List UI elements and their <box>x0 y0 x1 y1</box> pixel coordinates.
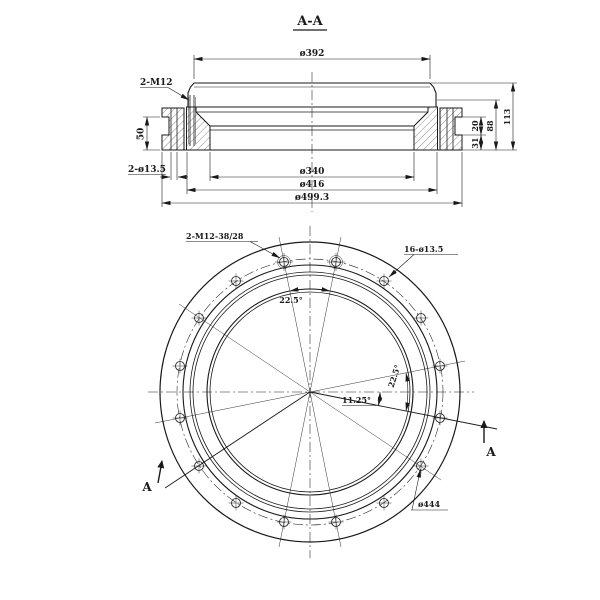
dim-bore-diameter: ø340 <box>209 152 415 181</box>
svg-text:A: A <box>141 480 152 494</box>
svg-text:50: 50 <box>137 128 147 141</box>
svg-text:22.5°: 22.5° <box>279 295 302 305</box>
svg-text:20: 20 <box>470 120 480 132</box>
dim-top-diameter: ø392 <box>193 49 431 79</box>
svg-text:A: A <box>485 445 496 459</box>
section-arrow-left: A <box>141 460 165 494</box>
right-wall-section <box>413 106 438 151</box>
svg-text:ø340: ø340 <box>300 167 325 177</box>
svg-text:ø499.3: ø499.3 <box>295 193 329 203</box>
dim-outer-diameter: ø499.3 <box>161 152 463 207</box>
dim-inner-diameter: ø416 <box>186 152 438 194</box>
angle-dim-top: 22.5° <box>279 287 331 305</box>
plan-tapped-callout: 2-M12-38/28 <box>186 231 281 259</box>
left-ear-section <box>161 107 185 151</box>
view-title: A-A <box>296 14 323 29</box>
plan-bolt-callout: 16-ø13.5 <box>388 244 458 278</box>
right-ear-section <box>439 107 463 151</box>
svg-text:2-M12: 2-M12 <box>140 78 172 88</box>
dim-left-height: 50 <box>137 116 160 151</box>
svg-text:2-ø13.5: 2-ø13.5 <box>128 165 166 175</box>
view-title-group: A-A <box>293 14 327 31</box>
svg-text:31: 31 <box>470 137 480 148</box>
dim-mid-height: 88 <box>485 99 499 151</box>
svg-text:2-M12-38/28: 2-M12-38/28 <box>186 231 244 241</box>
svg-text:ø392: ø392 <box>300 49 325 59</box>
svg-text:ø444: ø444 <box>418 499 440 509</box>
section-arrow-right: A <box>480 420 496 459</box>
svg-text:88: 88 <box>485 120 495 132</box>
plan-view: A A 2-M12-38/28 16-ø13.5 <box>141 226 498 558</box>
svg-text:11.25°: 11.25° <box>342 395 371 405</box>
angle-dim-half-pitch: 11.25° <box>342 391 383 407</box>
svg-text:113: 113 <box>502 108 512 125</box>
dim-total-height: 113 <box>502 82 516 151</box>
tapped-hole-callout: 2-M12 <box>140 78 190 101</box>
svg-text:16-ø13.5: 16-ø13.5 <box>404 244 443 254</box>
right-height-dims: 20 31 88 113 <box>431 82 517 151</box>
angle-dim-right: 22.5° <box>386 363 410 412</box>
dim-step-height: 31 <box>470 134 484 151</box>
section-view: ø392 2-M12 50 2-ø13.5 <box>128 49 517 212</box>
svg-text:ø416: ø416 <box>300 180 325 190</box>
bolt-circle-callout: ø444 <box>411 468 448 511</box>
through-hole-callout: 2-ø13.5 <box>128 152 188 180</box>
svg-text:22.5°: 22.5° <box>386 363 403 388</box>
cutting-plane-left <box>164 391 311 489</box>
dim-notch-depth: 20 <box>470 116 484 136</box>
cutting-plane-right <box>309 391 498 430</box>
